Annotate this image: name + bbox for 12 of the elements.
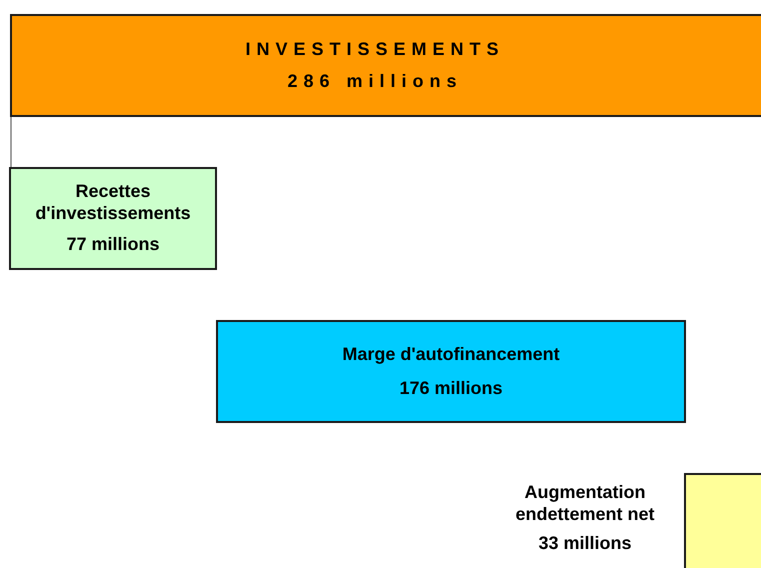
- side-label: Augmentation endettement net: [514, 482, 656, 526]
- box-label: Recettes d'investissements: [34, 181, 192, 224]
- box-label: 77 millions: [66, 234, 160, 256]
- box-label: Marge d'autofinancement: [342, 344, 560, 366]
- revenue-box: [9, 167, 217, 270]
- connector-line: [10, 116, 12, 168]
- box-label: 286 millions: [287, 70, 463, 92]
- box-label: 176 millions: [399, 378, 503, 400]
- side-label: 33 millions: [538, 533, 632, 555]
- box-label: INVESTISSEMENTS: [245, 38, 505, 60]
- margin-box: [216, 320, 686, 423]
- investment-box: [10, 14, 761, 117]
